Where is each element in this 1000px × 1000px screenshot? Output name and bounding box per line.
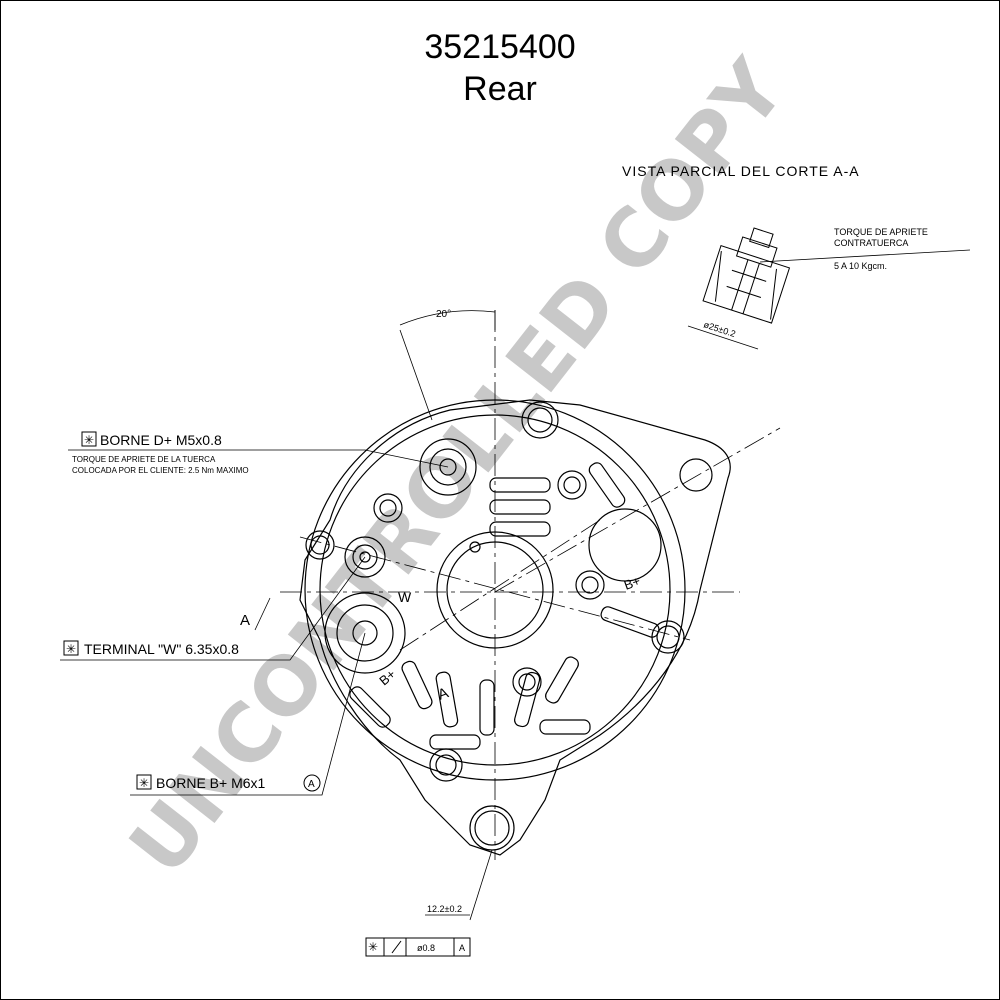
star-box-terminal-w <box>63 640 79 656</box>
dimension-leader <box>469 849 493 921</box>
leader-terminal-w <box>60 556 366 661</box>
frame-diameter: ø0.8 <box>417 943 435 953</box>
terminal-d-plus <box>419 438 477 496</box>
star-symbol-terminal-w: ✳ <box>66 642 76 656</box>
datum-circle-label: A <box>308 779 315 790</box>
star-symbol-d-plus: ✳ <box>84 433 94 447</box>
section-note-line1: TORQUE DE APRIETE <box>834 227 928 237</box>
center-lines <box>280 310 781 860</box>
terminal-b-plus <box>324 592 406 674</box>
frame-star-symbol: ✳ <box>368 940 378 954</box>
star-box-d-plus <box>81 431 97 447</box>
section-leader <box>759 249 971 263</box>
section-arrow-left <box>254 597 271 631</box>
leader-b-plus <box>130 632 366 796</box>
datum-circle-a <box>303 774 321 792</box>
frame-datum: A <box>459 943 465 953</box>
callout-borne-d-plus: BORNE D+ M5x0.8 <box>100 432 222 448</box>
angle-dimension <box>399 310 496 421</box>
section-note-value: 5 A 10 Kgcm. <box>834 261 887 271</box>
w-marker: W <box>398 589 412 605</box>
callout-terminal-w: TERMINAL "W" 6.35x0.8 <box>84 641 239 657</box>
part-number: 35215400 <box>424 28 576 66</box>
star-symbol-b-plus: ✳ <box>139 776 149 790</box>
callout-torque-line1: TORQUE DE APRIETE DE LA TUERCA <box>72 455 216 464</box>
fastener-nuts <box>373 470 605 697</box>
view-name: Rear <box>463 70 537 108</box>
section-marker-left: A <box>240 612 250 629</box>
b-plus-marker-right: B+ <box>622 573 642 593</box>
callout-borne-b-plus: BORNE B+ M6x1 <box>156 775 266 791</box>
feature-control-frame <box>365 937 471 957</box>
regulator-boss <box>588 508 662 582</box>
star-box-b-plus <box>136 774 152 790</box>
dimension-value: 12.2±0.2 <box>427 904 462 914</box>
mounting-holes <box>305 401 713 851</box>
section-marker-right: A <box>436 684 451 703</box>
section-note-line2: CONTRATUERCA <box>834 238 908 248</box>
callout-torque-line2: COLOCADA POR EL CLIENTE: 2.5 Nm MAXIMO <box>72 466 249 475</box>
housing-inner-ring <box>319 414 671 766</box>
cooling-slots <box>349 462 660 750</box>
angle-label: 20° <box>436 309 451 320</box>
leader-d-plus <box>68 449 449 468</box>
section-view-detail <box>702 227 791 324</box>
section-diameter-line <box>687 325 759 350</box>
section-title: VISTA PARCIAL DEL CORTE A-A <box>622 163 860 179</box>
